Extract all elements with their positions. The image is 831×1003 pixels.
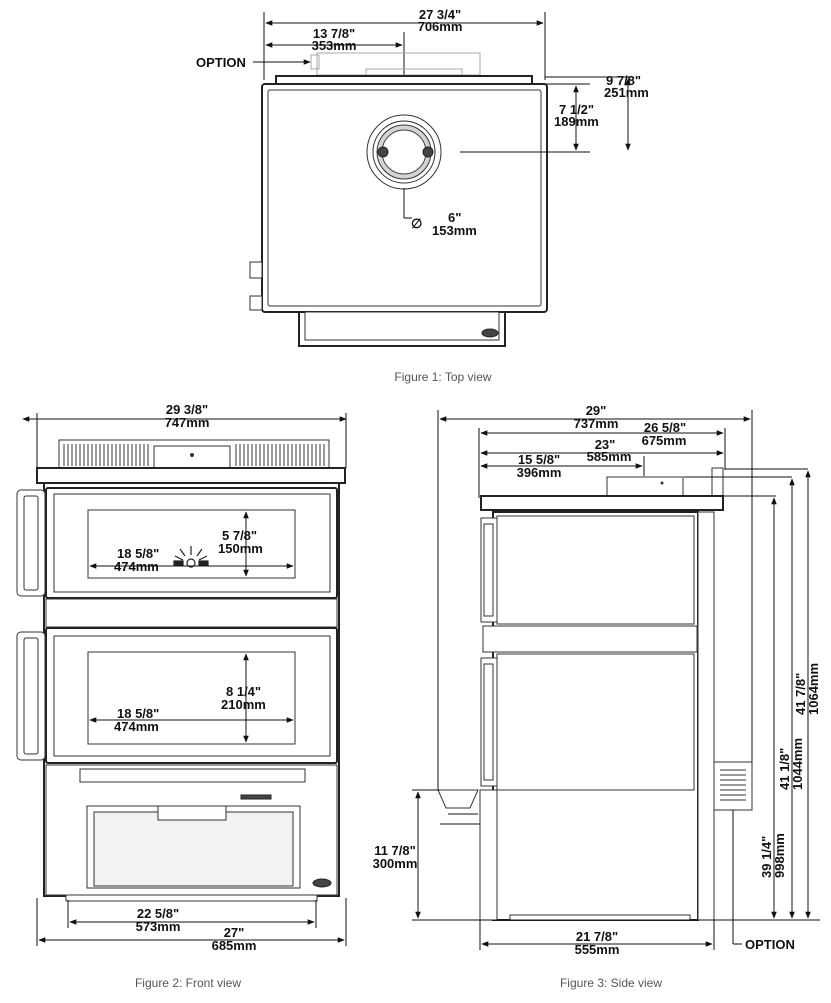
lower-glass-height-in: 8 1/4" [226, 684, 261, 699]
side-rear-leg [697, 511, 715, 921]
side-option-label: OPTION [745, 937, 795, 952]
side-shelf [437, 789, 479, 809]
lower-glass-width-in: 18 5/8" [117, 706, 159, 721]
flue-offset-mm: 353mm [312, 38, 357, 53]
side-base-depth-in: 21 7/8" [576, 929, 618, 944]
depth-flue-mm: 189mm [554, 114, 599, 129]
side-depth-2-mm: 675mm [642, 433, 687, 448]
top-view: 27 3/4" 706mm 13 7/8" 353mm OPTION [196, 7, 649, 384]
upper-glass-width-in: 18 5/8" [117, 546, 159, 561]
side-shelf-height-mm: 300mm [373, 856, 418, 871]
overall-width-mm: 706mm [418, 19, 463, 34]
figure-1-caption: Figure 1: Top view [394, 370, 491, 384]
upper-glass-width-mm: 474mm [114, 559, 159, 574]
lower-glass [87, 651, 296, 745]
flue-offset-in: 13 7/8" [313, 26, 355, 41]
side-option-vent [713, 761, 753, 811]
depth-total-in: 9 7/8" [606, 73, 641, 88]
upper-glass-height-mm: 150mm [218, 541, 263, 556]
side-shelf-height-in: 11 7/8" [374, 843, 416, 858]
base-inner-mm: 573mm [136, 919, 181, 934]
side-base-depth-mm: 555mm [575, 942, 620, 957]
overall-width-in: 27 3/4" [419, 7, 461, 22]
side-height-1-mm: 998mm [772, 833, 787, 878]
side-depth-3-mm: 585mm [587, 449, 632, 464]
flue-diameter-mm: 153mm [432, 223, 477, 238]
side-height-1-in: 39 1/4" [759, 836, 774, 878]
nameplate [240, 794, 272, 800]
optional-rear-shield [316, 52, 481, 76]
lower-glass-width-mm: 474mm [114, 719, 159, 734]
side-height-3-in: 41 7/8" [793, 673, 808, 715]
side-overall-depth-mm: 737mm [574, 416, 619, 431]
front-logo-badge [312, 878, 332, 888]
flue-bolt [377, 146, 389, 158]
side-view: 29" 737mm 26 5/8" 675mm 23" 585mm 15 5/8… [373, 403, 821, 990]
flue-diameter-in: 6" [448, 210, 461, 225]
side-overall-depth-in: 29" [586, 403, 607, 418]
front-overall-width-in: 29 3/8" [166, 402, 208, 417]
lower-glass-height-mm: 210mm [221, 697, 266, 712]
logo-badge [481, 328, 499, 338]
base-outer-mm: 685mm [212, 938, 257, 953]
side-flue-depth-in: 15 5/8" [518, 452, 560, 467]
side-depth-3-in: 23" [595, 437, 616, 452]
figure-3-caption: Figure 3: Side view [560, 976, 662, 990]
base-outer-in: 27" [224, 925, 245, 940]
side-flue-collar [606, 476, 684, 498]
side-height-3-mm: 1064mm [806, 663, 821, 715]
front-view: 29 3/8" 747mm [16, 402, 347, 990]
side-height-2-mm: 1044mm [790, 738, 805, 790]
side-height-2-in: 41 1/8" [777, 748, 792, 790]
front-top-plate [36, 467, 346, 484]
option-label: OPTION [196, 55, 246, 70]
side-depth-2-in: 26 5/8" [644, 420, 686, 435]
ash-lip [79, 768, 306, 783]
front-overall-width-mm: 747mm [165, 415, 210, 430]
depth-flue-in: 7 1/2" [559, 102, 594, 117]
flue-diameter-symbol: ∅ [411, 216, 422, 231]
side-knob [249, 261, 263, 279]
figure-2-caption: Figure 2: Front view [135, 976, 241, 990]
upper-glass-height-in: 5 7/8" [222, 528, 257, 543]
base-inner-in: 22 5/8" [137, 906, 179, 921]
depth-total-mm: 251mm [604, 85, 649, 100]
side-top-plate [480, 495, 724, 511]
side-flue-depth-mm: 396mm [517, 465, 562, 480]
